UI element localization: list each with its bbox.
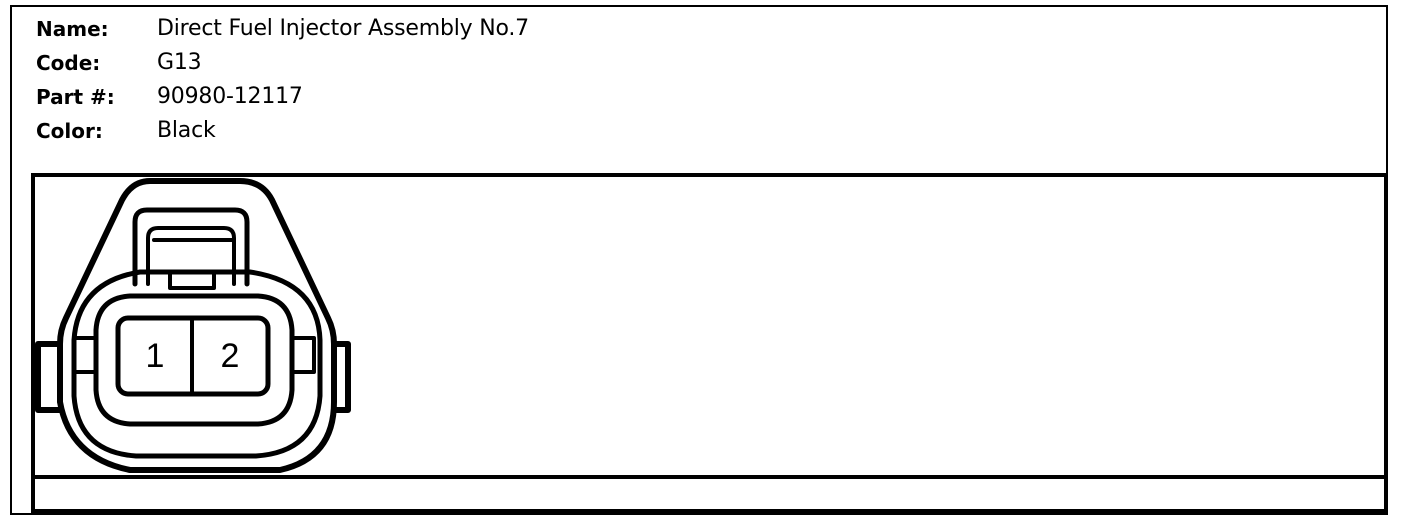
locking-latch-outer bbox=[132, 207, 250, 287]
connector-diagram-frame bbox=[31, 173, 1388, 513]
part-number-value: 90980-12117 bbox=[157, 84, 303, 109]
code-label: Code: bbox=[36, 51, 101, 75]
left-slot bbox=[72, 336, 98, 374]
color-label: Color: bbox=[36, 119, 103, 143]
connector-housing-outline bbox=[57, 178, 337, 473]
diagram-divider bbox=[35, 475, 1384, 479]
code-value: G13 bbox=[157, 50, 202, 75]
locking-latch-inner bbox=[146, 226, 236, 286]
keyway-notch bbox=[168, 272, 216, 290]
inner-seal-ring bbox=[71, 269, 323, 459]
right-slot bbox=[290, 336, 316, 374]
color-value: Black bbox=[157, 118, 216, 143]
left-side-tab bbox=[35, 341, 63, 413]
pin-1-label: 1 bbox=[146, 337, 165, 375]
right-side-tab bbox=[331, 341, 351, 413]
name-label: Name: bbox=[36, 17, 109, 41]
pin-2-label: 2 bbox=[221, 337, 240, 375]
terminal-cavity-outer bbox=[93, 293, 295, 427]
name-value: Direct Fuel Injector Assembly No.7 bbox=[157, 16, 529, 41]
part-number-label: Part #: bbox=[36, 85, 115, 109]
